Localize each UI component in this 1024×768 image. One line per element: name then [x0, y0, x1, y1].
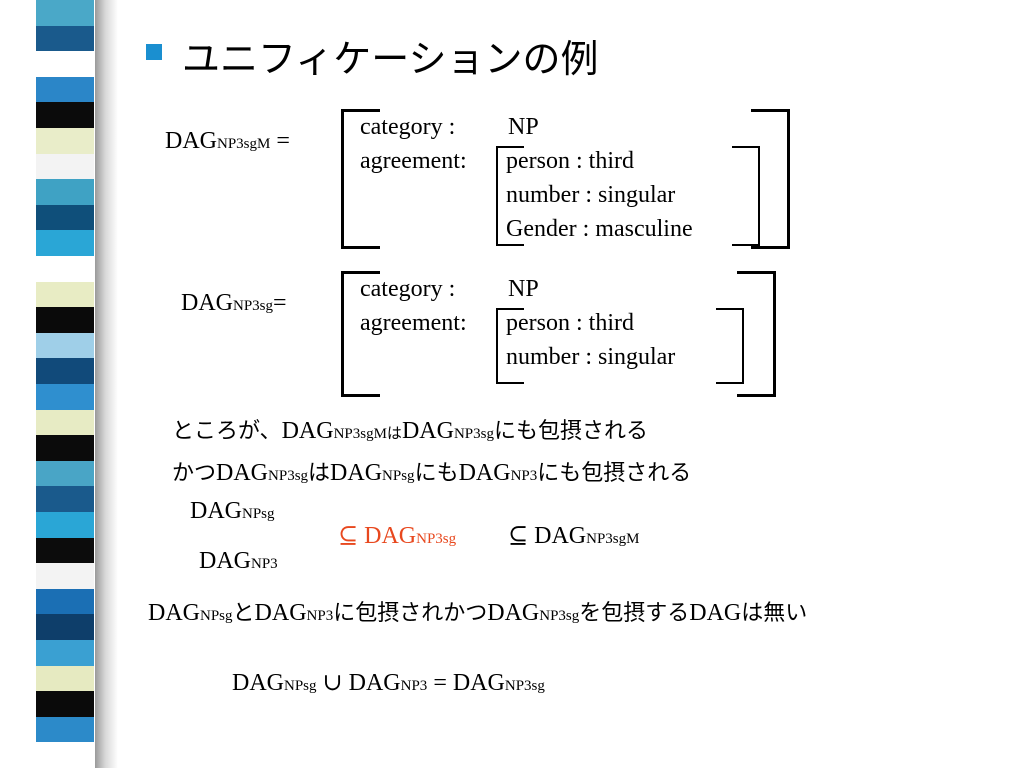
- lattice-right-dag: ⊆ DAGNP3sgM: [508, 523, 640, 549]
- dag1-outer-right-bracket: [751, 109, 790, 249]
- no-intermediate-dag-sentence: DAGNPsgとDAGNP3に包摂されかつDAGNP3sgを包摂するDAGは無い: [148, 600, 808, 626]
- stripe-block: [36, 691, 94, 718]
- stripe-block: [36, 102, 94, 129]
- stripe-block: [36, 256, 94, 283]
- lattice-middle-dag: ⊆ DAGNP3sg: [338, 523, 457, 549]
- stripe-block: [36, 384, 94, 411]
- dag1-agreement-key: agreement:: [360, 148, 467, 174]
- dag1-category-key: category :: [360, 114, 456, 140]
- stripe-block: [36, 281, 94, 308]
- stripe-block: [36, 0, 94, 27]
- union-equation: DAGNPsg ∪ DAGNP3 = DAGNP3sg: [232, 670, 545, 696]
- stripe-block: [36, 537, 94, 564]
- stripe-block: [36, 358, 94, 385]
- stripe-block: [36, 409, 94, 436]
- stripe-block: [36, 204, 94, 231]
- stripe-block: [36, 588, 94, 615]
- dag2-person: person : third: [506, 310, 634, 336]
- dag1-person: person : third: [506, 148, 634, 174]
- stripe-block: [36, 716, 94, 743]
- dag2-outer-right-bracket: [737, 271, 776, 397]
- stripe-block: [36, 51, 94, 78]
- dag1-number: number : singular: [506, 182, 676, 208]
- dag1-label: DAGNP3sgM =: [165, 128, 290, 154]
- stripe-block: [36, 512, 94, 539]
- stripe-block: [36, 486, 94, 513]
- stripe-block: [36, 230, 94, 257]
- dag2-label: DAGNP3sg=: [181, 290, 287, 316]
- dag1-inner-right-bracket: [732, 146, 760, 246]
- subsumption-sentence-1: ところが、DAGNP3sgMはDAGNP3sgにも包摂される: [172, 418, 648, 444]
- stripe-block: [36, 307, 94, 334]
- slide-title: ユニフィケーションの例: [182, 37, 599, 81]
- dag2-inner-left-bracket: [496, 308, 524, 384]
- stripe-block: [36, 640, 94, 667]
- dag1-outer-left-bracket: [341, 109, 380, 249]
- stripe-block: [36, 742, 94, 768]
- lattice-bottom-dag: DAGNP3: [199, 548, 278, 574]
- stripe-block: [36, 563, 94, 590]
- dag2-outer-left-bracket: [341, 271, 380, 397]
- stripe-block: [36, 25, 94, 52]
- dag1-gender: Gender : masculine: [506, 216, 693, 242]
- stripe-block: [36, 665, 94, 692]
- dag2-inner-right-bracket: [716, 308, 744, 384]
- stripe-block: [36, 614, 94, 641]
- dag1-inner-left-bracket: [496, 146, 524, 246]
- dag2-category-key: category :: [360, 276, 456, 302]
- subsumption-sentence-2: かつDAGNP3sgはDAGNPsgにもDAGNP3にも包摂される: [172, 460, 692, 486]
- stripe-block: [36, 76, 94, 103]
- lattice-top-dag: DAGNPsg: [190, 498, 275, 524]
- decorative-stripe: [0, 0, 118, 768]
- stripe-block: [36, 435, 94, 462]
- title-bullet: [146, 44, 162, 60]
- stripe-block: [36, 153, 94, 180]
- stripe-block: [36, 128, 94, 155]
- dag1-category-value: NP: [508, 114, 539, 140]
- stripe-block: [36, 332, 94, 359]
- dag2-agreement-key: agreement:: [360, 310, 467, 336]
- dag2-category-value: NP: [508, 276, 539, 302]
- dag2-number: number : singular: [506, 344, 676, 370]
- stripe-block: [36, 460, 94, 487]
- stripe-block: [36, 179, 94, 206]
- stripe-blocks: [36, 0, 94, 768]
- stripe-shadow: [95, 0, 118, 768]
